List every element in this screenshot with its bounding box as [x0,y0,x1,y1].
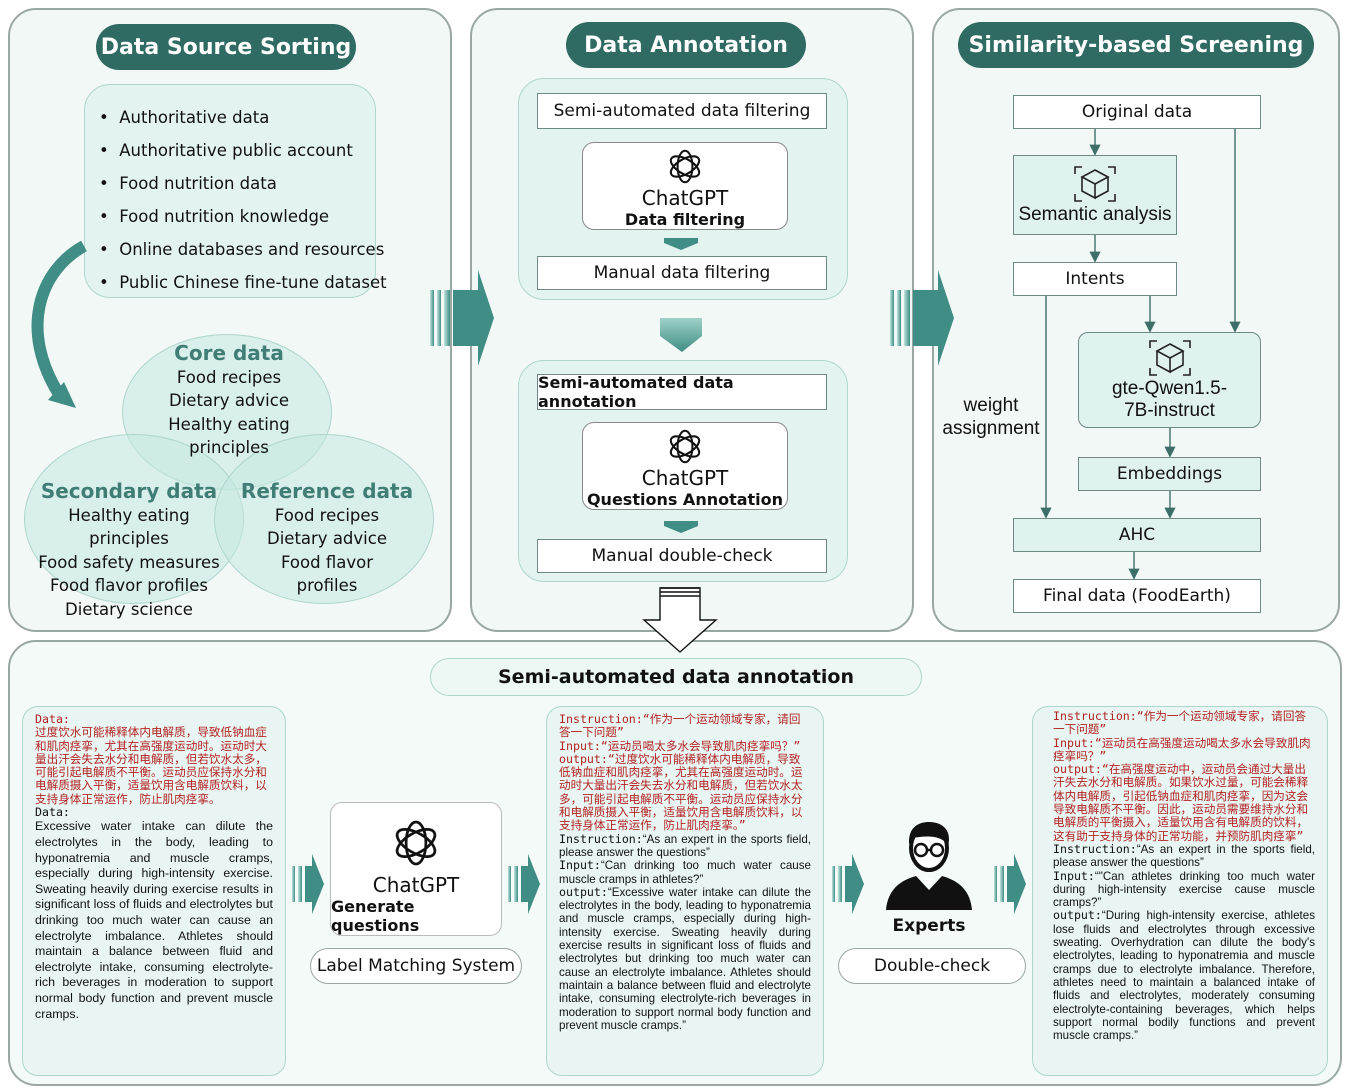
data-annotation-title: Data Annotation [566,22,806,68]
output-en: output:“Excessive water intake can dilut… [559,884,811,1032]
chatgpt-label: ChatGPT [641,186,729,210]
chatgpt-label: ChatGPT [641,466,729,490]
input-en: Input:“Can drinking too much water cause… [559,858,811,886]
core-data-item: principles [189,438,269,457]
secondary-data-title: Secondary data [40,479,218,503]
intents-box: Intents [1013,262,1177,296]
input-en: Input:“"Can athletes drinking too much w… [1053,868,1315,910]
openai-logo-icon [669,149,701,184]
embeddings-box: Embeddings [1078,457,1261,491]
secondary-data-text: Secondary data Healthy eating principles… [26,479,232,621]
generate-questions-label: Generate questions [331,897,420,935]
questions-annotation-label: Questions Annotation [586,490,784,509]
semantic-analysis-label: Semantic analysis [1018,204,1172,225]
core-data-item: Healthy eating [168,414,290,434]
core-data-item: Food recipes [176,367,282,387]
output-cn: output:“在高强度运动中，运动员会通过大量出汗失去水分和电解质。如果饮水过… [1053,762,1309,843]
cube-scan-icon [1148,340,1191,376]
core-data-title: Core data [174,341,284,365]
secondary-data-circle [24,434,244,604]
weight-label-line1: weight [963,395,1019,416]
embedding-model-box: gte-Qwen1.5- 7B-instruct [1078,332,1261,428]
semi-automated-annotation-box: Semi-automated data annotation [537,373,827,411]
raw-data-textbox: Data: 过度饮水可能稀释体内电解质，导致低钠血症和肌肉痉挛，尤其在高强度运动… [22,706,286,1076]
chatgpt-annotation-card: ChatGPT Questions Annotation [582,422,788,510]
weight-assignment-label: weight assignment [938,394,1044,440]
data-source-sorting-title: Data Source Sorting [96,24,356,70]
input-cn: Input:“运动员喝太多水会导致肌肉痉挛吗？” [559,738,801,753]
core-data-item: Dietary advice [169,391,289,410]
model-name-line2: 7B-instruct [1124,400,1215,421]
reference-data-item: profiles [296,576,358,595]
secondary-data-item: Dietary science [65,599,193,619]
secondary-data-item: Food safety measures [38,552,220,572]
secondary-data-item: Healthy eating principles [68,505,190,549]
reference-data-item: Dietary advice [267,529,387,548]
annotation-example-title: Semi-automated data annotation [430,658,922,696]
cube-scan-icon [1074,166,1116,202]
chatgpt-filtering-card: ChatGPT Data filtering [582,142,788,230]
weight-label-line2: assignment [942,418,1040,439]
instruction-cn: Instruction:“作为一个运动领域专家，请回答一下问题” [1053,709,1307,737]
instruction-cn: Instruction:“作为一个运动领域专家，请回答一下问题” [559,712,801,740]
label-matching-system-label: Label Matching System [310,948,522,984]
instruction-en: Instruction:“As an expert in the sports … [559,831,811,859]
input-cn: Input:“运动员在高强度运动喝太多水会导致肌肉痉挛吗？” [1053,735,1311,763]
source-item: • Authoritative data [99,108,270,127]
chatgpt-label: ChatGPT [372,873,460,897]
experts-label: Experts [892,916,966,936]
manual-filtering-box: Manual data filtering [537,256,827,290]
source-item: • Public Chinese fine-tune dataset [99,273,387,292]
data-filtering-label: Data filtering [624,210,746,229]
double-check-label: Double-check [838,948,1026,984]
openai-logo-icon [395,820,437,866]
instruction-en: Instruction:“As an expert in the sports … [1053,841,1315,870]
semantic-analysis-box: Semantic analysis [1013,155,1177,235]
data-cn-key: Data: [35,712,70,726]
output-en: output:“During high-intensity exercise, … [1053,908,1315,1043]
openai-logo-icon [669,429,701,464]
reference-data-text: Reference data Food recipes Dietary advi… [236,479,418,598]
original-data-box: Original data [1013,95,1261,129]
reference-data-item: Food flavor [281,552,373,572]
data-en-key: Data: [35,805,70,820]
source-item: • Food nutrition data [99,174,277,193]
model-name-line1: gte-Qwen1.5- [1111,378,1228,399]
data-en-text: Excessive water intake can dilute the el… [35,819,273,1021]
verified-qa-textbox: Instruction:“作为一个运动领域专家，请回答一下问题” Input:“… [1032,706,1328,1076]
core-data-text: Core data Food recipes Dietary advice He… [130,341,328,460]
ahc-box: AHC [1013,518,1261,552]
output-cn: output:“过度饮水可能稀释体内电解质，导致低钠血症和肌肉痉挛，尤其在高强度… [559,751,803,833]
secondary-data-item: Food flavor profiles [50,576,208,595]
generated-qa-textbox: Instruction:“作为一个运动领域专家，请回答一下问题” Input:“… [546,706,824,1076]
reference-data-item: Food recipes [274,505,380,525]
data-cn-text: 过度饮水可能稀释体内电解质，导致低钠血症和肌肉痉挛，尤其在高强度运动时。运动时大… [35,725,267,806]
source-item: • Food nutrition knowledge [99,207,330,226]
expert-person-icon [886,822,972,910]
manual-double-check-box: Manual double-check [537,539,827,573]
reference-data-title: Reference data [240,479,414,503]
similarity-screening-title: Similarity-based Screening [958,22,1314,68]
semi-automated-filtering-box: Semi-automated data filtering [537,93,827,129]
data-sources-list: • Authoritative data • Authoritative pub… [84,84,387,298]
chatgpt-generate-card: ChatGPT Generate questions [330,802,502,936]
final-data-box: Final data (FoodEarth) [1013,579,1261,613]
source-item: • Online databases and resources [99,240,385,259]
reference-data-circle [214,434,434,604]
source-item: • Authoritative public account [99,141,353,160]
